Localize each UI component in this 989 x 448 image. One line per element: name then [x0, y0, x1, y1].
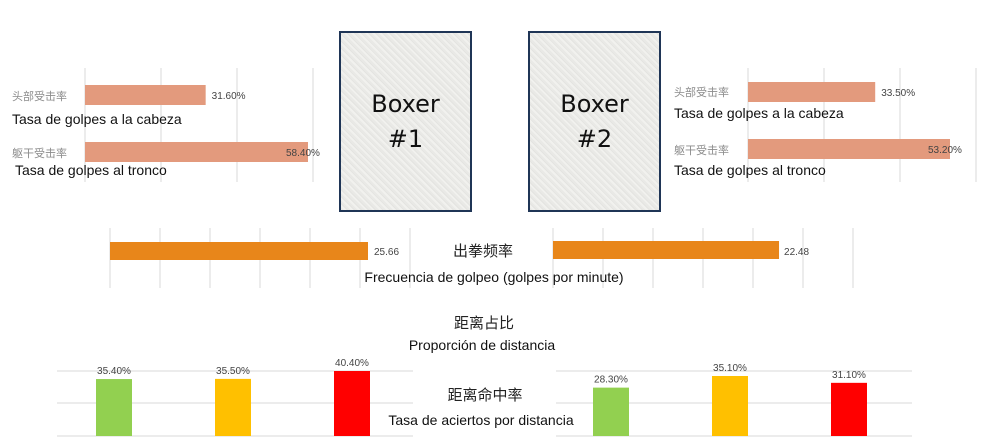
boxer1-hits-value-label-1: 58.40% — [286, 148, 320, 159]
distance-left-bar-2 — [334, 371, 370, 436]
freq-left-value-label: 25.66 — [374, 247, 399, 258]
boxer1-hits-value-label-0: 31.60% — [212, 91, 246, 102]
boxer-2-name: Boxer — [560, 89, 629, 118]
boxer2-hits-value-label-1: 53.20% — [928, 145, 962, 156]
distance-left-bar-1 — [215, 378, 251, 436]
left-head-label-cn: 头部受击率 — [12, 89, 67, 103]
boxer2-hits-bar-0 — [748, 82, 876, 102]
distance-right-value-label-1: 35.10% — [713, 363, 747, 374]
freq-left-bar — [110, 242, 368, 260]
distance-left-bar-0 — [96, 379, 132, 436]
hit-title-es: Tasa de aciertos por distancia — [388, 412, 573, 428]
distance-right-bar-2 — [831, 382, 867, 436]
right-trunk-label-es: Tasa de golpes al tronco — [674, 162, 826, 178]
right-trunk-label-cn: 躯干受击率 — [674, 143, 729, 157]
distance-left-value-label-0: 35.40% — [97, 366, 131, 377]
boxer1-hits-bar-0 — [85, 85, 206, 105]
bars — [85, 82, 950, 436]
left-trunk-label-es: Tasa de golpes al tronco — [15, 162, 167, 178]
distance-left-value-label-2: 40.40% — [335, 358, 369, 369]
boxer-1-card: Boxer #1 — [339, 31, 472, 212]
dist-title-es: Proporción de distancia — [409, 337, 556, 353]
hit-title-cn: 距离命中率 — [447, 386, 522, 404]
left-trunk-label-cn: 躯干受击率 — [12, 146, 67, 160]
left-head-label-es: Tasa de golpes a la cabeza — [12, 111, 182, 127]
freq-title-cn: 出拳频率 — [453, 242, 513, 260]
value-labels: 31.60% 58.40% 33.50% 53.20% 25.66 22.48 35.40%… — [97, 88, 962, 386]
right-head-label-cn: 头部受击率 — [674, 85, 729, 99]
freq-right-value-label: 22.48 — [784, 247, 809, 258]
boxer-1-number: #1 — [387, 124, 424, 153]
distance-right-bar-0 — [593, 387, 629, 436]
boxer-2-number: #2 — [576, 124, 613, 153]
boxer-1-name: Boxer — [371, 89, 440, 118]
boxer-2-card: Boxer #2 — [528, 31, 661, 212]
distance-right-value-label-0: 28.30% — [594, 375, 628, 386]
boxer2-hits-value-label-0: 33.50% — [881, 88, 915, 99]
boxer2-hits-bar-1 — [748, 139, 950, 159]
right-head-label-es: Tasa de golpes a la cabeza — [674, 105, 844, 121]
distance-left-value-label-1: 35.50% — [216, 366, 250, 377]
distance-right-bar-1 — [712, 376, 748, 436]
freq-title-es: Frecuencia de golpeo (golpes por minute) — [364, 269, 623, 285]
distance-right-value-label-2: 31.10% — [832, 370, 866, 381]
boxer1-hits-bar-1 — [85, 142, 308, 162]
dist-title-cn: 距离占比 — [454, 314, 514, 332]
freq-right-bar — [553, 241, 780, 259]
